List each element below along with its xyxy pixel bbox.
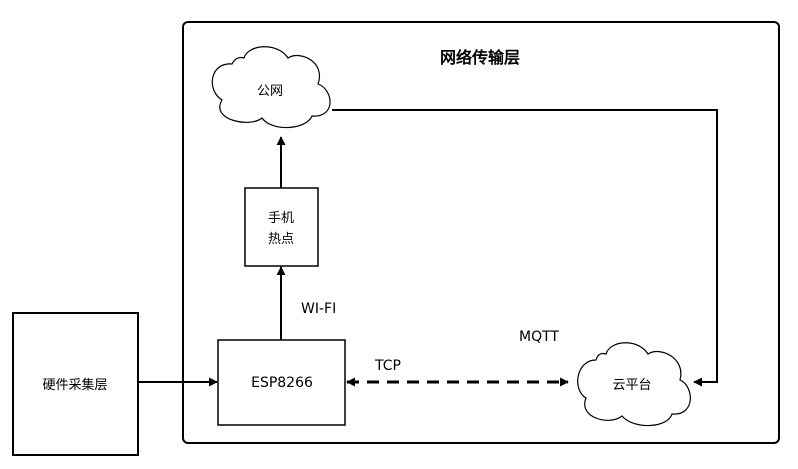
network-layer-title: 网络传输层: [440, 48, 520, 67]
cloud-platform-cloud: [577, 342, 691, 427]
mqtt-label: MQTT: [519, 329, 559, 345]
tcp-label: TCP: [374, 358, 401, 374]
esp8266-box: [217, 339, 346, 426]
public-network-cloud: [211, 46, 331, 129]
hardware-layer-label: 硬件采集层: [42, 377, 107, 393]
mobile-hotspot-label-line1: 手机: [268, 211, 294, 226]
public-network-to-cloud-platform-arrow: [332, 109, 718, 387]
esp8266-label: ESP8266: [251, 375, 313, 391]
mobile-hotspot-label-line2: 热点: [268, 232, 294, 247]
wifi-label: WI-FI: [301, 301, 336, 317]
mobile-hotspot-box: [244, 187, 319, 267]
public-network-label: 公网: [257, 84, 283, 99]
network-layer-group: [182, 21, 780, 444]
cloud-platform-label: 云平台: [612, 378, 651, 393]
hardware-layer-box: [12, 312, 139, 456]
